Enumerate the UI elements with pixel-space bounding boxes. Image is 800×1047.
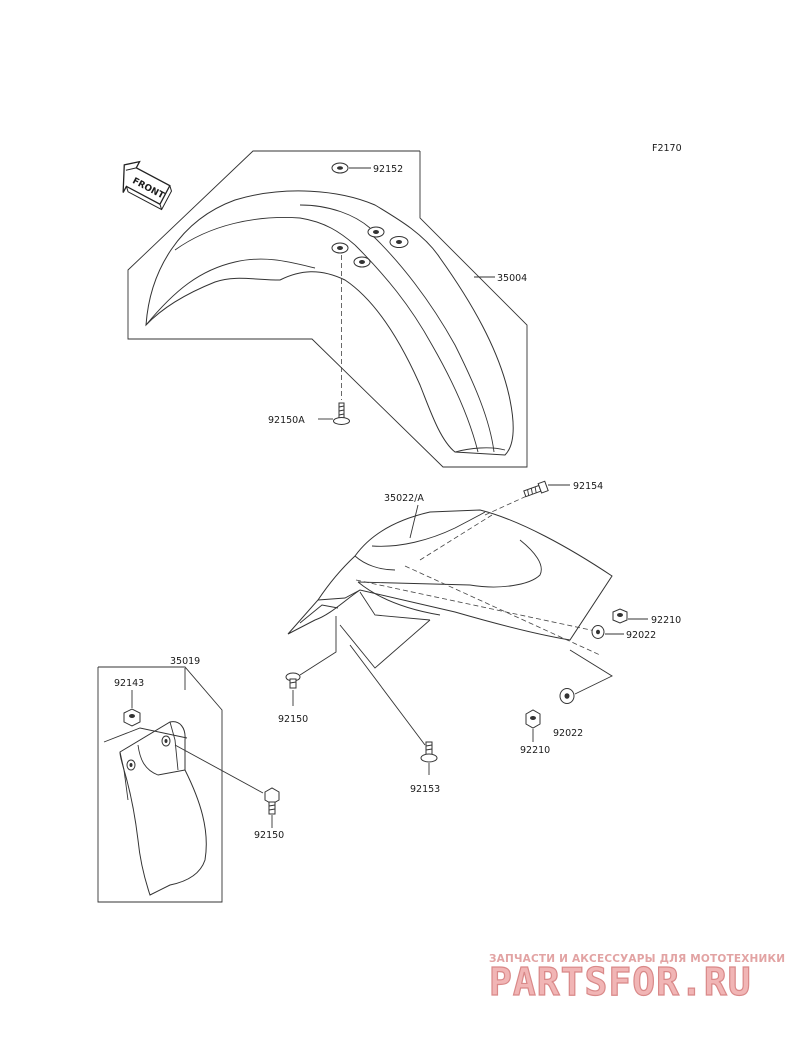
- label-92150-rear: 92150: [278, 714, 308, 725]
- group-outline-front-fender: [127, 150, 528, 468]
- label-92022-upper: 92022: [626, 630, 656, 641]
- rear-fender-group: 35022/A 92154 92210 92022: [278, 480, 681, 795]
- label-92210-lower: 92210: [520, 745, 550, 756]
- label-92153: 92153: [410, 784, 440, 795]
- bolt-92150A: [333, 402, 350, 425]
- group-outline-mud-flap: [97, 666, 223, 903]
- label-92150A: 92150A: [268, 415, 305, 426]
- bolt-92154: [523, 480, 549, 498]
- mud-flap-group: 35019 92143 92150: [97, 656, 284, 903]
- fender-mount-holes: [331, 226, 409, 268]
- front-fender-group: 92152 92150A 35004: [127, 150, 528, 468]
- front-fender-35004: [145, 190, 514, 456]
- watermark-logo: ЗАПЧАСТИ И АКСЕССУАРЫ ДЛЯ МОТОТЕХНИКИ PA…: [488, 953, 785, 1005]
- watermark-subtitle: ЗАПЧАСТИ И АКСЕССУАРЫ ДЛЯ МОТОТЕХНИКИ: [489, 953, 785, 965]
- label-92154: 92154: [573, 481, 603, 492]
- figure-code: F2170: [652, 143, 682, 154]
- label-35022A: 35022/A: [384, 493, 424, 504]
- label-92152: 92152: [373, 164, 403, 175]
- nut-92210-upper: [612, 608, 628, 624]
- watermark-brand: PARTSFOR.RU: [489, 960, 752, 1004]
- nut-92210-lower: [525, 709, 541, 729]
- label-92150-flap: 92150: [254, 830, 284, 841]
- label-35004: 35004: [497, 273, 527, 284]
- front-arrow-icon: FRONT: [122, 160, 173, 211]
- washer-92152: [331, 162, 349, 174]
- washer-92022-lower: [559, 688, 575, 704]
- label-92022-lower: 92022: [553, 728, 583, 739]
- label-92210-upper: 92210: [651, 615, 681, 626]
- nut-92143: [123, 708, 141, 727]
- label-92143: 92143: [114, 678, 144, 689]
- mud-flap-35019: [119, 721, 207, 896]
- bolt-92150-flap: [264, 787, 280, 815]
- bolt-92150-rear: [285, 672, 301, 689]
- bolt-92153: [420, 741, 438, 763]
- label-35019: 35019: [170, 656, 200, 667]
- rear-fender-35022A: [287, 509, 613, 641]
- washer-92022-upper: [591, 625, 605, 639]
